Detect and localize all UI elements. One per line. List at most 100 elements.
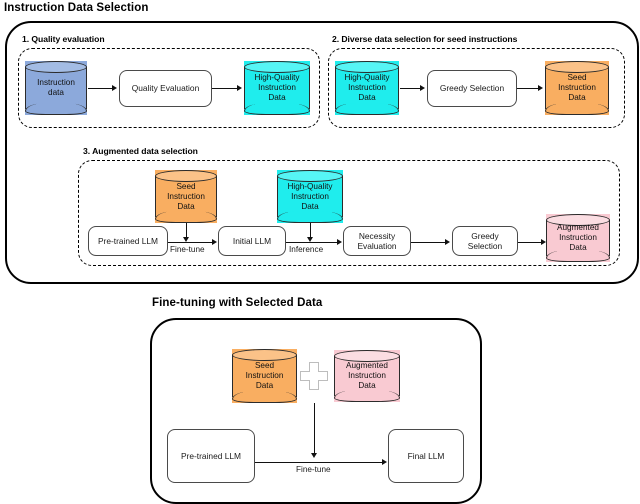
edge-seed-down — [186, 223, 187, 238]
db-seed-instruction-data-3: Seed Instruction Data — [232, 349, 297, 403]
edge-s3-finetune — [168, 242, 213, 243]
edge-s1-b — [212, 88, 238, 89]
node-initial-llm[interactable]: Initial LLM — [218, 226, 286, 256]
line-1: Augmented — [557, 223, 599, 232]
db-high-quality-3-label: High-Quality Instruction Data — [277, 170, 343, 223]
section-3-title: 3. Augmented data selection — [83, 146, 198, 156]
line-1: High-Quality — [287, 181, 333, 191]
edge-bottom-down-arrow — [310, 453, 317, 458]
cyl-top — [244, 61, 310, 73]
line-1: Seed — [567, 73, 587, 82]
edge-hq-down-arrow — [306, 237, 313, 242]
cyl-body — [25, 67, 87, 109]
edge-s3-d-arrow — [541, 238, 546, 245]
db-high-quality-2-label: High-Quality Instruction Data — [335, 61, 399, 115]
db-augmented-2-label: Augmented Instruction Data — [334, 350, 400, 402]
line-2: Instruction — [258, 83, 296, 92]
node-pre-trained-llm-1[interactable]: Pre-trained LLM — [88, 226, 168, 256]
cyl-bottom — [277, 211, 343, 223]
edge-s2-b — [517, 88, 539, 89]
line-1: Seed — [254, 361, 275, 370]
line-1: Greedy — [471, 230, 499, 241]
edge-s2-a-arrow — [420, 84, 425, 91]
edge-bottom-down — [314, 403, 315, 454]
cyl-top — [155, 170, 217, 182]
line-3: Data — [268, 93, 286, 102]
db-seed-1-label: Seed Instruction Data — [545, 61, 609, 115]
cyl-bottom — [244, 103, 310, 115]
edge-s1-a-arrow — [112, 84, 117, 91]
edge-s3-c-arrow — [445, 238, 450, 245]
node-necessity-evaluation[interactable]: Necessity Evaluation — [343, 226, 411, 256]
edge-s3-inference — [286, 242, 338, 243]
line-3: Data — [301, 201, 319, 211]
cyl-body — [232, 355, 297, 397]
edge-s2-b-arrow — [538, 84, 543, 91]
plus-inner-vertical — [310, 363, 318, 389]
db-high-quality-label: High-Quality Instruction Data — [244, 61, 310, 115]
edge-label-fine-tune-s3: Fine-tune — [170, 245, 205, 254]
cyl-top — [25, 61, 87, 73]
db-high-quality-instruction-data-2: High-Quality Instruction Data — [335, 61, 399, 115]
line-2: Instruction — [245, 371, 284, 380]
edge-s3-inference-arrow — [337, 238, 342, 245]
db-seed-3-label: Seed Instruction Data — [232, 349, 297, 403]
db-instruction-data: Instruction data — [25, 61, 87, 115]
node-pre-trained-llm-2[interactable]: Pre-trained LLM — [167, 429, 255, 483]
cyl-bottom — [232, 391, 297, 403]
page-title: Instruction Data Selection — [4, 2, 149, 14]
cyl-bottom — [155, 211, 217, 223]
cyl-top — [546, 214, 610, 226]
db-augmented-1-label: Augmented Instruction Data — [546, 214, 610, 262]
line-1: High-Quality — [344, 73, 390, 82]
line-1: Augmented — [346, 361, 388, 370]
cyl-top — [232, 349, 297, 361]
line-1: Necessity — [358, 230, 396, 241]
edge-s3-d — [518, 242, 542, 243]
db-seed-2-label: Seed Instruction Data — [155, 170, 217, 223]
cyl-bottom — [546, 250, 610, 262]
line-3: Data — [358, 93, 376, 102]
edge-hq-down — [310, 223, 311, 238]
section-1-title: 1. Quality evaluation — [22, 34, 105, 44]
plus-icon — [300, 362, 328, 390]
edge-s3-finetune-arrow — [212, 238, 217, 245]
cyl-top — [277, 170, 343, 182]
line-2: Selection — [467, 241, 503, 251]
section-2-title: 2. Diverse data selection for seed instr… — [332, 34, 518, 44]
line-2: Instruction — [348, 83, 386, 92]
line-3: Data — [177, 201, 195, 211]
line-3: Data — [568, 93, 586, 102]
db-high-quality-instruction-data-3: High-Quality Instruction Data — [277, 170, 343, 223]
edge-seed-down-arrow — [182, 237, 189, 242]
node-quality-evaluation[interactable]: Quality Evaluation — [119, 70, 212, 107]
db-augmented-instruction-data-1: Augmented Instruction Data — [546, 214, 610, 262]
cyl-body — [545, 67, 609, 109]
edge-bottom-finetune-arrow — [382, 458, 387, 465]
node-greedy-selection-1[interactable]: Greedy Selection — [427, 70, 517, 107]
db-high-quality-instruction-data-1: High-Quality Instruction Data — [244, 61, 310, 115]
cyl-bottom — [335, 103, 399, 115]
cyl-body — [244, 67, 310, 109]
line-2: Evaluation — [357, 241, 397, 251]
node-greedy-selection-2[interactable]: Greedy Selection — [452, 226, 518, 256]
edge-s1-a — [88, 88, 113, 89]
edge-label-inference: Inference — [289, 245, 324, 254]
edge-s1-b-arrow — [237, 84, 242, 91]
edge-s2-a — [400, 88, 421, 89]
line-2: Instruction — [167, 191, 205, 201]
cyl-top — [335, 61, 399, 73]
line-1: Seed — [176, 181, 196, 191]
db-augmented-instruction-data-2: Augmented Instruction Data — [334, 350, 400, 402]
edge-bottom-finetune — [255, 462, 383, 463]
line-2: Instruction — [558, 83, 596, 92]
cyl-bottom — [25, 103, 87, 115]
line-3: Data — [255, 381, 274, 390]
cyl-bottom — [545, 103, 609, 115]
edge-label-fine-tune-bottom: Fine-tune — [296, 465, 331, 474]
cyl-top — [334, 350, 400, 362]
line-3: Data — [358, 381, 376, 390]
cyl-top — [545, 61, 609, 73]
cyl-bottom — [334, 390, 400, 402]
node-final-llm[interactable]: Final LLM — [388, 429, 464, 483]
